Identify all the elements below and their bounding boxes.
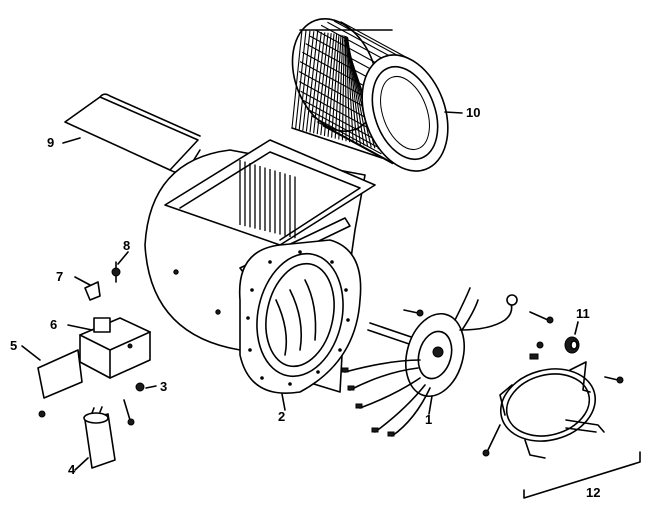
- drawing-stroke: [305, 43, 376, 83]
- drawing-stroke: [340, 21, 411, 61]
- housing-bolt: [246, 316, 250, 320]
- drawing-stroke: [302, 31, 315, 131]
- callout-3: 3: [160, 379, 167, 394]
- housing-bolt: [346, 318, 350, 322]
- drawing-stroke: [305, 31, 319, 132]
- blower-housing: [144, 139, 376, 394]
- housing-bolt: [338, 348, 342, 352]
- motor-mount: [482, 361, 624, 459]
- drawing-stroke: [314, 29, 386, 69]
- housing-bolt: [298, 250, 302, 254]
- mounting-plate: [37, 349, 83, 399]
- housing-bolt: [344, 288, 348, 292]
- housing-bolt: [288, 382, 292, 386]
- drawing-stroke: [298, 80, 370, 120]
- run-capacitor: [83, 406, 116, 469]
- callout-5: 5: [10, 338, 17, 353]
- drawing-stroke: [316, 32, 329, 135]
- drawing-stroke: [346, 36, 354, 143]
- drawing-stroke: [338, 35, 344, 140]
- blower-wheel: [291, 18, 449, 172]
- drawing-stroke: [299, 61, 371, 101]
- callout-10: 10: [466, 105, 480, 120]
- housing-bolt: [260, 376, 264, 380]
- drawing-stroke: [345, 36, 351, 143]
- capacitor-clip: [84, 261, 121, 301]
- housing-bolt: [330, 260, 334, 264]
- drawing-stroke: [298, 30, 311, 130]
- drawing-stroke: [322, 125, 394, 165]
- drawing-stroke: [295, 30, 307, 129]
- housing-bolt: [268, 260, 272, 264]
- drawing-stroke: [320, 33, 332, 136]
- blower-motor: [341, 287, 513, 437]
- leader-lines: [21, 111, 641, 499]
- drawing-stroke: [333, 20, 405, 60]
- callout-8: 8: [123, 238, 130, 253]
- drawing-stroke: [344, 35, 347, 142]
- capacitor-bracket: [79, 317, 151, 379]
- mounting-screw: [38, 382, 145, 426]
- callout-labels: 1 2 3 4 5 6 7 8 9 10 11 12: [10, 105, 600, 500]
- drawing-stroke: [309, 35, 381, 75]
- housing-bolt: [248, 348, 252, 352]
- callout-12: 12: [586, 485, 600, 500]
- drawing-stroke: [302, 51, 373, 91]
- drawing-stroke: [300, 90, 371, 130]
- drawing-stroke: [302, 99, 374, 139]
- drawing-stroke: [291, 29, 303, 129]
- callout-4: 4: [68, 462, 76, 477]
- callout-2: 2: [278, 409, 285, 424]
- cutoff-plate: [64, 93, 201, 174]
- callout-1: 1: [425, 412, 432, 427]
- ground-terminal: [403, 294, 554, 324]
- drawing-stroke: [320, 24, 392, 64]
- callout-6: 6: [50, 317, 57, 332]
- drawing-stroke: [311, 115, 382, 155]
- drawing-stroke: [316, 121, 388, 161]
- callout-7: 7: [56, 269, 63, 284]
- motor-grommet: [529, 336, 580, 360]
- callout-9: 9: [47, 135, 54, 150]
- drawing-stroke: [298, 71, 370, 110]
- drawing-stroke: [341, 35, 345, 141]
- drawing-stroke: [306, 108, 378, 148]
- drawing-stroke: [327, 33, 338, 137]
- housing-bolt: [316, 370, 320, 374]
- callout-11: 11: [576, 306, 590, 321]
- drawing-stroke: [327, 21, 398, 61]
- housing-bolt: [250, 288, 254, 292]
